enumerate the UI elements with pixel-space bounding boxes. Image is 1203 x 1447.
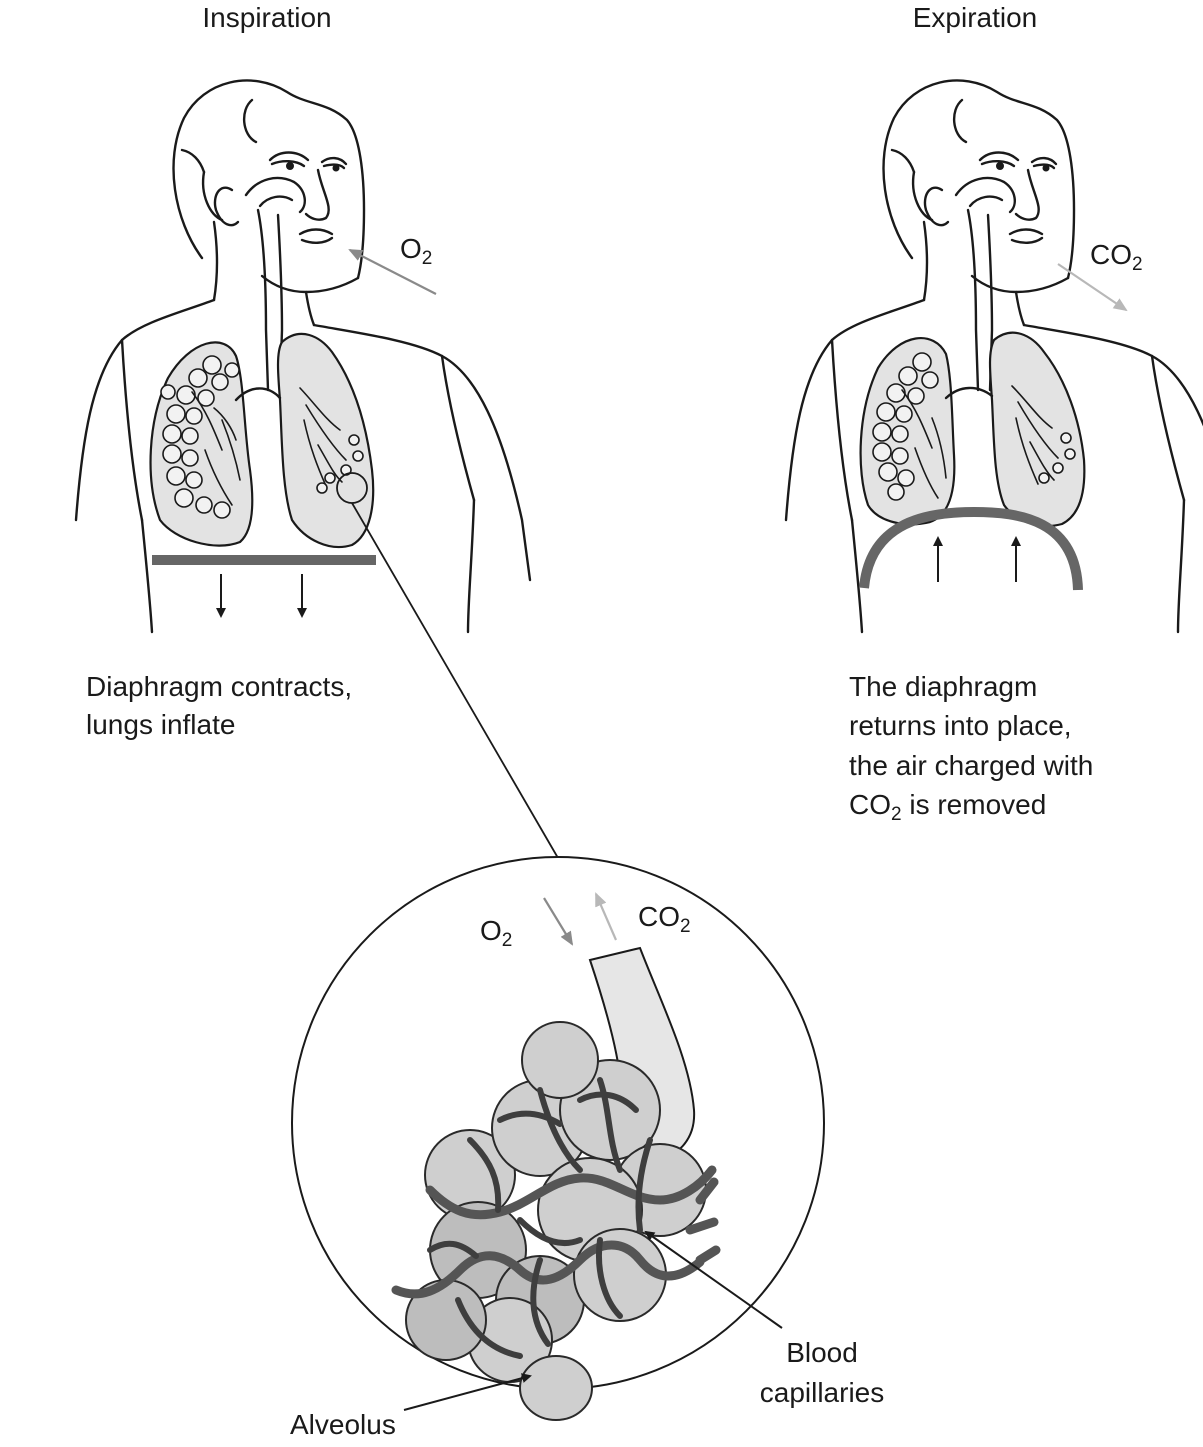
alveolus-inset: O2 CO2 Alveolus Blood capillaries bbox=[290, 502, 885, 1440]
inspiration-left-lung bbox=[276, 332, 375, 549]
expiration-diaphragm bbox=[859, 506, 1083, 591]
bronchiole bbox=[588, 946, 696, 1162]
inset-co2-label: CO2 bbox=[638, 901, 691, 937]
expiration-caption-line3: the air charged with bbox=[849, 750, 1093, 781]
inspiration-caption-line2: lungs inflate bbox=[86, 709, 235, 740]
capillaries-label-line2: capillaries bbox=[760, 1377, 885, 1408]
expiration-title: Expiration bbox=[913, 2, 1038, 33]
capillary-network bbox=[391, 1077, 721, 1359]
capillaries-label-line1: Blood bbox=[786, 1337, 858, 1368]
expiration-caption-line1: The diaphragm bbox=[849, 671, 1037, 702]
expiration-caption-line2: returns into place, bbox=[849, 710, 1072, 741]
inset-co2-arrow bbox=[594, 892, 618, 941]
expiration-panel: Expiration bbox=[784, 2, 1203, 825]
expiration-co2-arrow bbox=[1057, 263, 1128, 312]
zoom-connector-line bbox=[351, 502, 559, 859]
expiration-lungs bbox=[859, 331, 1086, 528]
inspiration-title: Inspiration bbox=[202, 2, 331, 33]
inspiration-lungs bbox=[149, 332, 375, 549]
inset-o2-arrow bbox=[543, 897, 574, 946]
expiration-alveoli bbox=[872, 352, 939, 501]
expiration-caption-line4: CO2 is removed bbox=[849, 789, 1046, 825]
inspiration-panel: Inspiration bbox=[74, 2, 532, 740]
inspiration-caption-line1: Diaphragm contracts, bbox=[86, 671, 352, 702]
capillaries-pointer bbox=[644, 1230, 783, 1329]
expiration-co2-label: CO2 bbox=[1090, 239, 1143, 275]
inspiration-mediastinum bbox=[234, 387, 282, 402]
expiration-left-lung bbox=[988, 331, 1086, 528]
inspiration-alveoli bbox=[160, 355, 240, 519]
inset-o2-label: O2 bbox=[480, 915, 512, 951]
alveolus-pointer bbox=[403, 1373, 532, 1411]
alveolus-label: Alveolus bbox=[290, 1409, 396, 1440]
inspiration-o2-arrow bbox=[348, 249, 437, 295]
alveolus bbox=[519, 1355, 593, 1421]
inspiration-o2-label: O2 bbox=[400, 233, 432, 269]
